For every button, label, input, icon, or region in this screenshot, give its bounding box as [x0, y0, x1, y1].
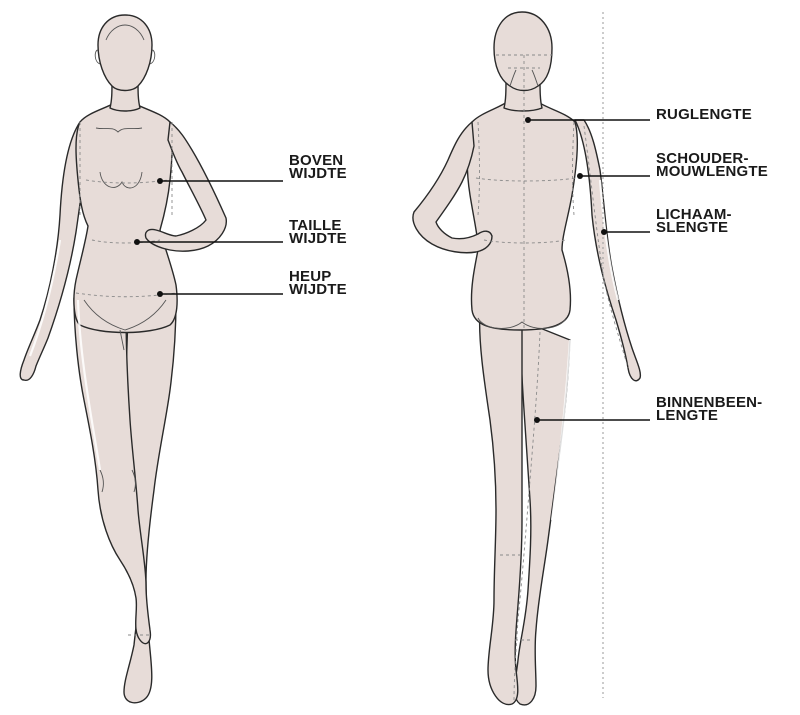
waist-width-label: TAILLE WIJDTE: [289, 219, 347, 245]
back-right-leg: [514, 320, 570, 705]
shoulder-sleeve-length-label: SCHOUDER- MOUWLENGTE: [656, 152, 768, 178]
back-torso: [467, 100, 577, 330]
back-length-label: RUGLENGTE: [656, 108, 752, 121]
body-length-label: LICHAAM- SLENGTE: [656, 208, 732, 234]
back-figure: [413, 12, 640, 705]
back-left-leg: [480, 310, 522, 705]
inseam-length-label: BINNENBEEN- LENGTE: [656, 396, 762, 422]
front-head: [98, 15, 152, 91]
bust-width-label: BOVEN WIJDTE: [289, 154, 347, 180]
front-torso: [74, 100, 177, 333]
back-head: [494, 12, 552, 91]
front-figure: [20, 15, 226, 703]
hip-width-label: HEUP WIJDTE: [289, 270, 347, 296]
